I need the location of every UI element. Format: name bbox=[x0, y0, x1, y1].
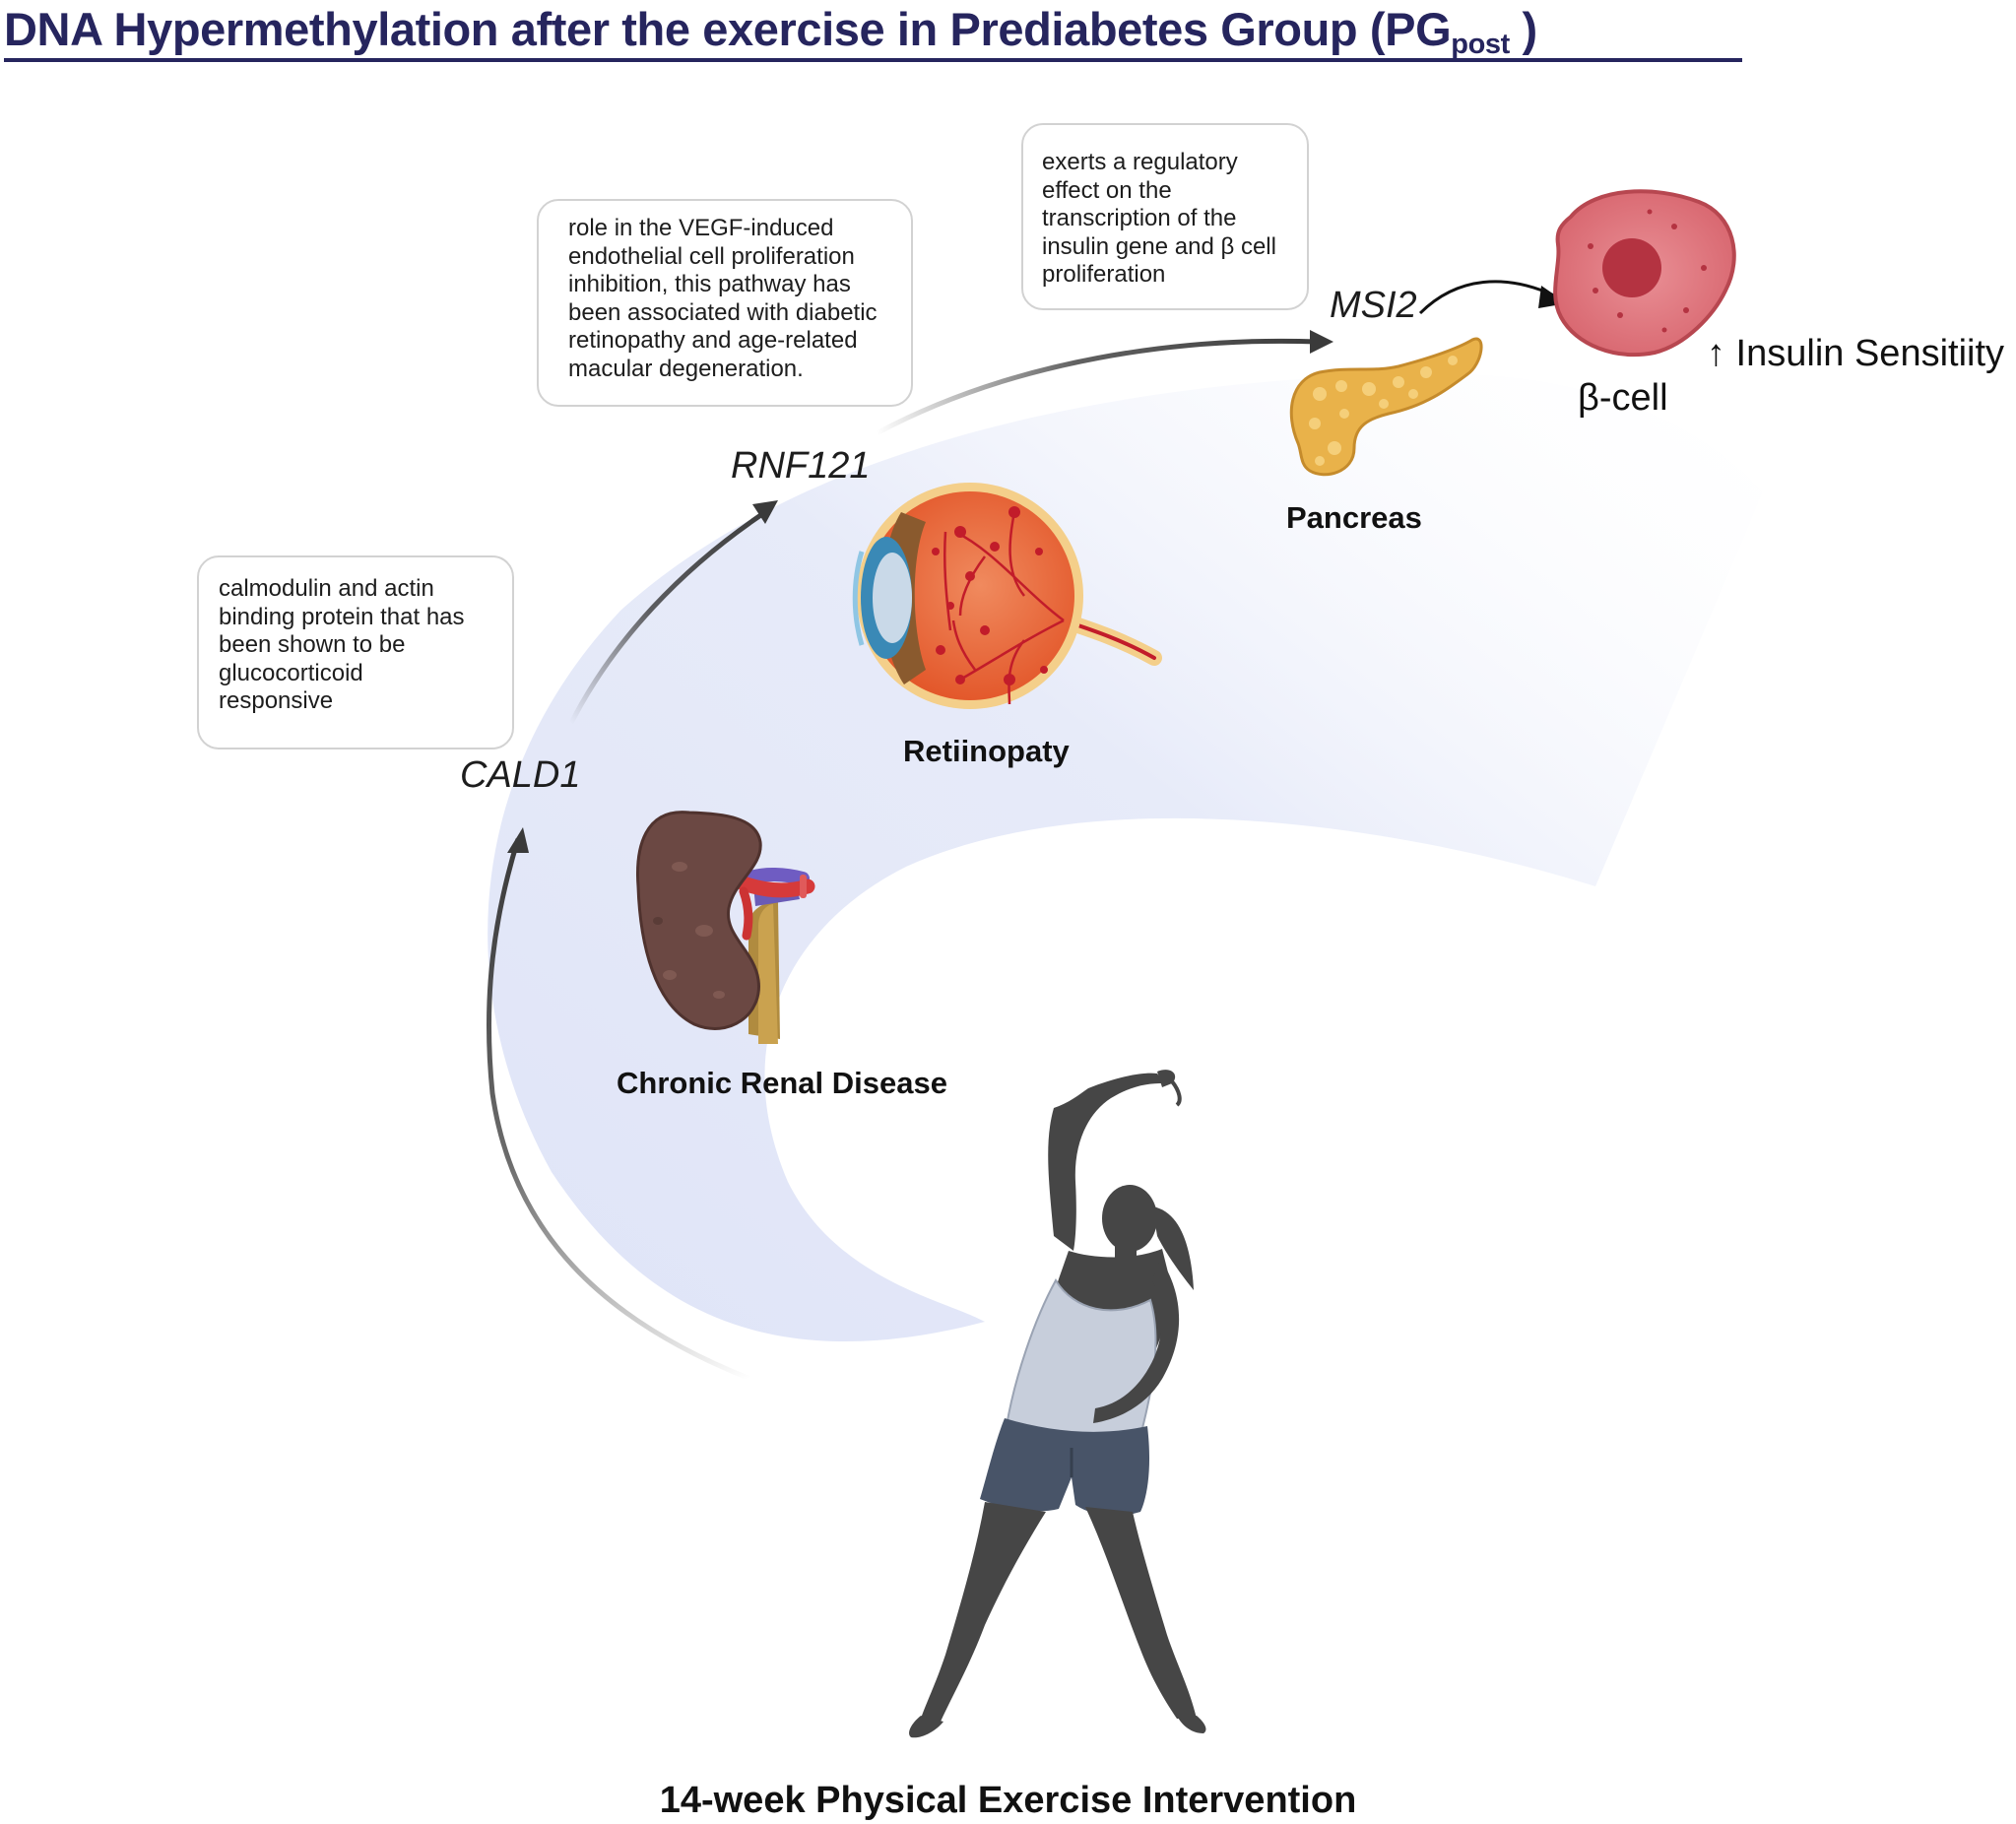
note-line: exerts a regulatory bbox=[1042, 149, 1238, 175]
note-line: effect on the bbox=[1042, 176, 1172, 204]
arrow-icon bbox=[752, 500, 778, 524]
pathway-arrows bbox=[486, 280, 1567, 1382]
pancreas-label: Pancreas bbox=[1286, 500, 1422, 535]
page-title: DNA Hypermethylation after the exercise … bbox=[4, 2, 1537, 61]
arrow-cald1-to-rnf121 bbox=[566, 507, 770, 729]
retina-lesions bbox=[932, 506, 1048, 685]
note-line: role in the VEGF-induced bbox=[568, 215, 834, 241]
arrow-msi2-to-bcell bbox=[1418, 280, 1555, 315]
arrow-icon bbox=[507, 827, 529, 853]
eye-icon bbox=[852, 483, 1162, 709]
intervention-label: 14-week Physical Exercise Intervention bbox=[659, 1780, 1357, 1821]
note-line: been associated with diabetic bbox=[568, 298, 878, 326]
arrow-rnf121-to-msi2 bbox=[875, 338, 1319, 436]
note-line: glucocorticoid bbox=[219, 659, 363, 686]
beta-cell-icon bbox=[1553, 189, 1736, 358]
insulin-sensitivity-label: ↑ Insulin Sensitiity bbox=[1707, 333, 2005, 374]
note-line: retinopathy and age-related bbox=[568, 327, 858, 355]
gene-label-rnf121: RNF121 bbox=[731, 445, 871, 487]
note-line: endothelial cell proliferation bbox=[568, 242, 855, 270]
kidney-label: Chronic Renal Disease bbox=[617, 1066, 947, 1100]
note-line: binding protein that has bbox=[219, 603, 465, 630]
note-line: transcription of the bbox=[1042, 205, 1237, 232]
note-cald1: calmodulin and actin binding protein tha… bbox=[197, 555, 514, 749]
beta-cell-label: β-cell bbox=[1578, 377, 1668, 419]
note-line: responsive bbox=[219, 687, 334, 715]
crescent-band bbox=[488, 374, 1763, 1342]
note-line: proliferation bbox=[1042, 261, 1166, 289]
gene-label-cald1: CALD1 bbox=[460, 754, 581, 796]
title-closing: ) bbox=[1509, 3, 1538, 55]
gene-label-msi2: MSI2 bbox=[1330, 285, 1417, 326]
arrow-icon bbox=[1310, 330, 1333, 354]
note-line: insulin gene and β cell bbox=[1042, 232, 1276, 260]
title-subscript: post bbox=[1451, 29, 1510, 60]
note-rnf121: role in the VEGF-induced endothelial cel… bbox=[537, 199, 913, 407]
title-main: DNA Hypermethylation after the exercise … bbox=[4, 3, 1452, 55]
exercising-woman-icon bbox=[909, 1070, 1206, 1738]
arrow-exercise-to-cald1 bbox=[486, 838, 751, 1382]
title-underline bbox=[4, 58, 1742, 62]
note-msi2: exerts a regulatory effect on the transc… bbox=[1021, 123, 1309, 310]
note-line: calmodulin and actin bbox=[219, 575, 434, 602]
note-line: been shown to be bbox=[219, 631, 406, 659]
note-line: inhibition, this pathway has bbox=[568, 271, 851, 298]
eye-label: Retiinopaty bbox=[903, 734, 1070, 768]
pancreas-icon bbox=[1289, 337, 1483, 477]
note-line: macular degeneration. bbox=[568, 355, 804, 382]
kidney-icon bbox=[636, 811, 815, 1044]
